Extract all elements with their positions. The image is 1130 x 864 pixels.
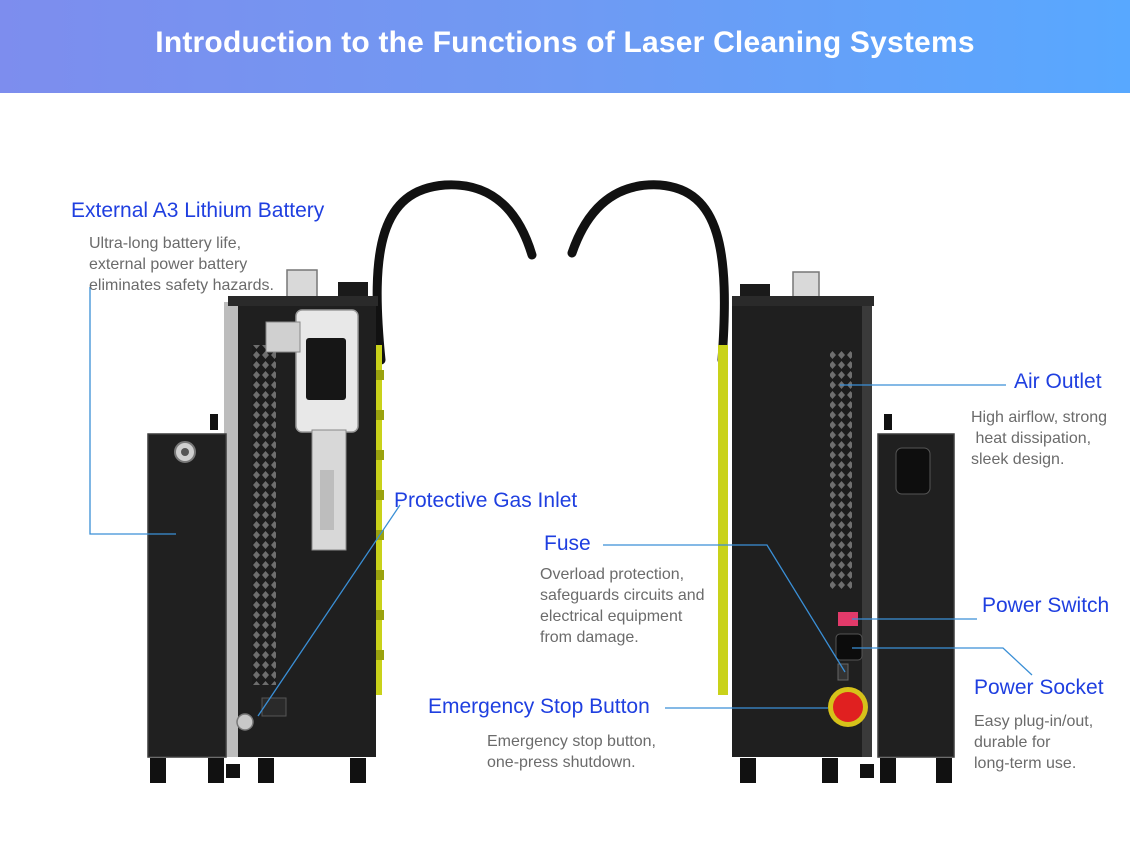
emergency-stop-desc-line: one-press shutdown. — [487, 754, 636, 771]
air-outlet-desc-line: High airflow, strong — [971, 409, 1108, 426]
battery-desc-line: external power battery — [89, 256, 248, 273]
battery-title: External A3 Lithium Battery — [71, 199, 325, 222]
battery-callout-line — [89, 287, 176, 535]
fuse-desc-line: from damage. — [540, 629, 639, 646]
emergency-stop-description: Emergency stop button, one-press shutdow… — [487, 731, 656, 773]
air-outlet-desc-line: heat dissipation, — [971, 430, 1092, 447]
fuse-desc-line: safeguards circuits and — [540, 587, 705, 604]
callout-lines — [89, 287, 1033, 717]
fuse-description: Overload protection, safeguards circuits… — [540, 564, 705, 648]
gas-inlet-callout-line — [257, 504, 401, 717]
fuse-title: Fuse — [544, 532, 591, 555]
power-socket-callout-line — [852, 647, 1033, 676]
power-socket-title: Power Socket — [974, 676, 1104, 699]
fuse-callout-line — [603, 544, 846, 673]
right-unit — [567, 180, 955, 783]
fuse-desc-line: electrical equipment — [540, 608, 683, 625]
power-socket-description: Easy plug-in/out, durable for long-term … — [974, 711, 1093, 774]
air-outlet-desc-line: sleek design. — [971, 451, 1065, 468]
page-title: Introduction to the Functions of Laser C… — [155, 26, 975, 59]
power-socket-desc-line: Easy plug-in/out, — [974, 713, 1094, 730]
emergency-stop-desc-line: Emergency stop button, — [487, 733, 656, 750]
left-unit — [147, 180, 537, 783]
emergency-stop-title: Emergency Stop Button — [428, 695, 650, 718]
power-switch-title: Power Switch — [982, 594, 1110, 617]
gas-inlet-title: Protective Gas Inlet — [394, 489, 578, 512]
air-outlet-title: Air Outlet — [1014, 370, 1102, 393]
air-outlet-description: High airflow, strong heat dissipation, s… — [971, 407, 1107, 470]
fuse-desc-line: Overload protection, — [540, 566, 685, 583]
header-banner: Introduction to the Functions of Laser C… — [0, 0, 1130, 93]
battery-desc-line: Ultra-long battery life, — [89, 235, 242, 252]
battery-desc-line: eliminates safety hazards. — [89, 277, 274, 294]
power-socket-desc-line: long-term use. — [974, 755, 1077, 772]
power-socket-desc-line: durable for — [974, 734, 1051, 751]
battery-description: Ultra-long battery life, external power … — [89, 233, 274, 296]
